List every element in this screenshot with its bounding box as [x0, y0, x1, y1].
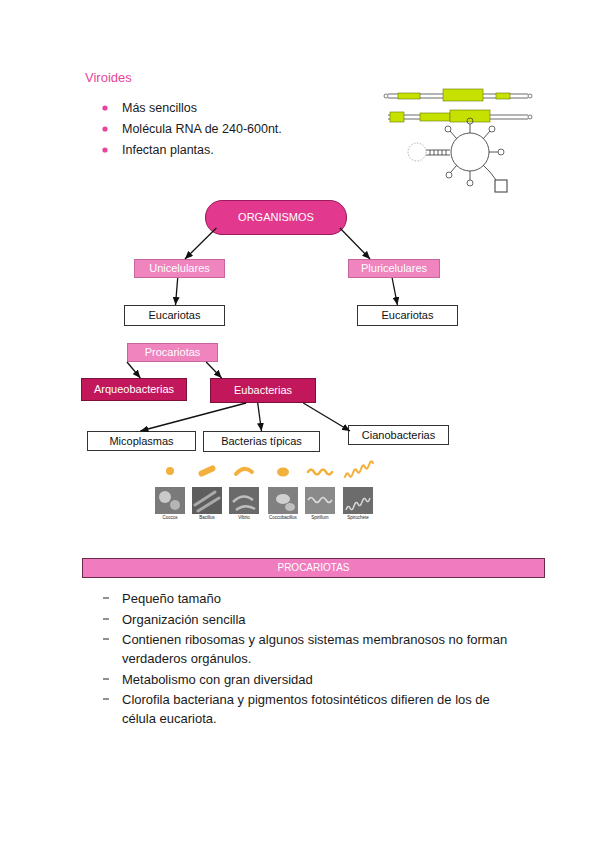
list-item: Organización sencilla — [122, 610, 522, 629]
vibrio-shape — [236, 469, 252, 474]
micrograph-detail — [308, 498, 332, 503]
micrograph — [229, 487, 259, 514]
viroid-domain — [450, 110, 490, 122]
arrow-connector — [140, 403, 246, 431]
micrograph — [268, 487, 298, 514]
micrograph-detail — [170, 500, 180, 510]
type-box: Eucariotas — [124, 305, 225, 326]
bullet-dot — [102, 126, 107, 131]
micrograph — [343, 487, 373, 514]
bullet-text: Más sencillos — [122, 100, 197, 116]
list-dash — [103, 699, 109, 700]
bullet-dot — [102, 105, 107, 110]
list-item: Metabolismo con gran diversidad — [122, 670, 522, 689]
node-text: Eucariotas — [149, 309, 201, 322]
list-dash — [103, 639, 109, 640]
viroid-loop — [467, 180, 473, 186]
type-box: Micoplasmas — [87, 431, 196, 451]
node-text: Eucariotas — [382, 309, 434, 322]
viroid-branch — [490, 172, 496, 180]
node-text: Arqueobacterias — [94, 383, 174, 396]
micrograph-detail — [285, 503, 295, 511]
viroid-loop — [445, 126, 451, 132]
viroid-loop — [467, 118, 473, 124]
section-heading: Viroides — [85, 70, 132, 86]
list-item: Pequeño tamaño — [122, 589, 522, 608]
micrograph — [192, 487, 222, 514]
group-box: Arqueobacterias — [81, 378, 187, 401]
image-caption: Coccus — [153, 515, 187, 521]
list-dash — [103, 598, 109, 599]
viroid-loop — [446, 172, 452, 178]
micrograph — [155, 487, 185, 514]
category-box: Pluricelulares — [348, 259, 440, 278]
bullet-text: Infectan plantas. — [122, 142, 214, 158]
viroid-loop — [384, 94, 388, 98]
section-band: PROCARIOTAS — [82, 558, 545, 578]
type-box: Cianobacterias — [348, 425, 449, 445]
micrograph-detail — [159, 491, 171, 503]
bullet-text: Molécula RNA de 240-600nt. — [122, 121, 282, 137]
node-text: Unicelulares — [149, 262, 210, 275]
node-text: Eubacterias — [234, 384, 292, 397]
coccus-shape — [166, 467, 174, 475]
viroid-domain — [420, 113, 450, 121]
image-caption: Vibrio — [227, 515, 261, 521]
image-caption: Spirochete — [341, 515, 375, 521]
viroid-domain — [443, 89, 483, 101]
arrow-connector — [206, 362, 221, 378]
node-text: Procariotas — [145, 346, 201, 359]
micrograph-detail — [346, 498, 370, 510]
node-text: Micoplasmas — [109, 435, 173, 448]
bullet-dot — [102, 147, 107, 152]
viroid-domain — [398, 93, 420, 99]
node-text: Bacterias típicas — [221, 435, 302, 448]
category-box: Procariotas — [127, 343, 218, 362]
arrow-connector — [340, 228, 370, 259]
viroid-loop — [495, 180, 507, 192]
spirochete-shape — [345, 461, 373, 477]
image-caption: Coccobacillus — [266, 515, 300, 521]
viroid-loop — [498, 149, 504, 155]
node-text: ORGANISMOS — [238, 211, 314, 224]
micrograph — [305, 487, 335, 514]
viroid-branch — [450, 124, 498, 180]
image-caption: Bacillus — [190, 515, 224, 521]
viroid-loop — [528, 94, 532, 98]
root-node: ORGANISMOS — [205, 200, 347, 235]
viroid-loop — [489, 126, 495, 132]
list-item: Contienen ribosomas y algunos sistemas m… — [122, 630, 522, 668]
viroid-domain — [496, 93, 510, 99]
list-item: Clorofila bacteriana y pigmentos fotosin… — [122, 690, 522, 728]
type-box: Eucariotas — [357, 305, 458, 326]
list-dash — [103, 619, 109, 620]
bacillus-shape — [198, 464, 217, 477]
arrow-connector — [185, 228, 216, 259]
group-box: Eubacterias — [210, 378, 316, 403]
node-text: PROCARIOTAS — [277, 562, 349, 574]
viroid-stem — [426, 150, 450, 155]
viroid-domain — [390, 112, 404, 122]
viroid-loop — [408, 143, 426, 161]
type-box: Bacterias típicas — [203, 431, 320, 452]
arrow-connector — [392, 278, 397, 305]
node-text: Pluricelulares — [361, 262, 427, 275]
arrow-connector — [127, 362, 140, 378]
arrow-connector — [258, 403, 262, 431]
category-box: Unicelulares — [134, 259, 225, 278]
image-caption: Spirillum — [303, 515, 337, 521]
spirillum-shape — [308, 470, 332, 475]
list-dash — [103, 679, 109, 680]
micrograph-detail — [233, 496, 255, 510]
node-text: Cianobacterias — [362, 429, 435, 442]
coccobacillus-shape — [277, 468, 289, 477]
arrow-connector — [303, 403, 350, 431]
viroid-loop — [528, 115, 532, 119]
micrograph-detail — [276, 494, 290, 504]
arrow-connector — [176, 278, 178, 305]
micrograph-detail — [195, 492, 219, 511]
